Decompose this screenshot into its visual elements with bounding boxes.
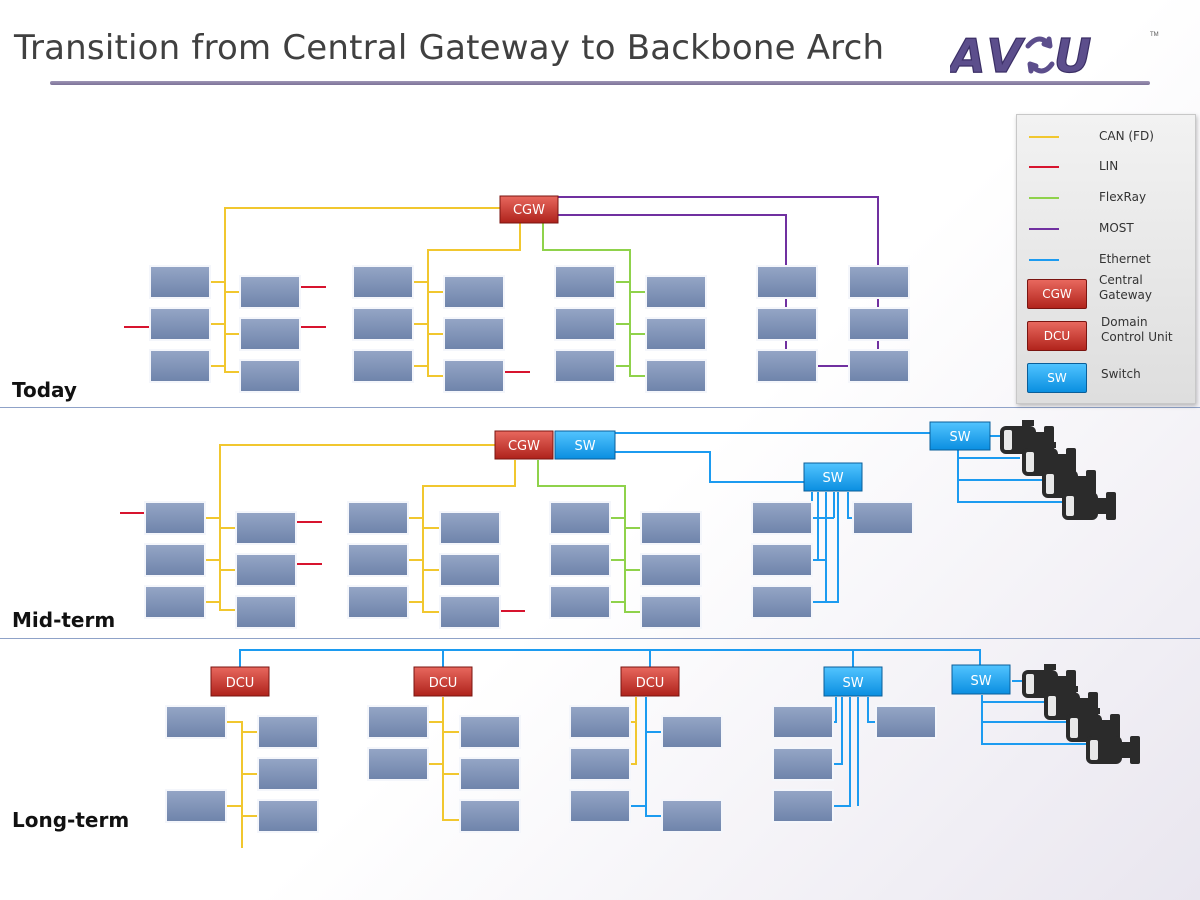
svg-text:SW: SW xyxy=(842,676,863,691)
title-underline xyxy=(50,81,1150,85)
stage-label-midterm: Mid-term xyxy=(12,608,116,632)
svg-text:SW: SW xyxy=(822,471,843,486)
legend-can: CAN (FD) xyxy=(1017,127,1195,147)
svg-text:SW: SW xyxy=(949,430,970,445)
legend-dcu-box: DCU xyxy=(1027,321,1087,351)
sw-midterm-1: SW xyxy=(554,430,616,460)
stage-label-today: Today xyxy=(12,378,77,402)
today-wiring xyxy=(124,196,879,377)
separator-midterm xyxy=(0,638,1200,639)
svg-text:TM: TM xyxy=(1150,32,1159,38)
sw-midterm-2: SW xyxy=(929,421,991,451)
svg-text:SW: SW xyxy=(970,674,991,689)
dcu-3: DCU xyxy=(620,666,680,697)
legend: CAN (FD) LIN FlexRay MOST Ethernet CGW C… xyxy=(1016,114,1196,404)
svg-text:CGW: CGW xyxy=(508,439,540,454)
legend-lin: LIN xyxy=(1017,157,1195,177)
stage-label-longterm: Long-term xyxy=(12,808,130,832)
legend-cgw-box: CGW xyxy=(1027,279,1087,309)
ecu-boxes xyxy=(144,265,937,833)
svg-text:DCU: DCU xyxy=(226,676,255,691)
legend-sw-label: Switch xyxy=(1101,367,1141,381)
midterm-wiring xyxy=(120,432,1070,613)
legend-most: MOST xyxy=(1017,219,1195,239)
legend-ethernet: Ethernet xyxy=(1017,250,1195,270)
page-title: Transition from Central Gateway to Backb… xyxy=(14,28,885,68)
sw-longterm-1: SW xyxy=(823,666,883,697)
dcu-1: DCU xyxy=(210,666,270,697)
svg-text:AV: AV xyxy=(950,29,1026,80)
svg-text:CGW: CGW xyxy=(513,203,545,218)
legend-sw-box: SW xyxy=(1027,363,1087,393)
svg-text:U: U xyxy=(1054,29,1091,80)
svg-text:DCU: DCU xyxy=(429,676,458,691)
cgw-midterm: CGW xyxy=(494,430,554,460)
svg-text:DCU: DCU xyxy=(636,676,665,691)
cgw-today: CGW xyxy=(499,195,559,224)
sw-longterm-2: SW xyxy=(951,664,1011,695)
legend-flexray: FlexRay xyxy=(1017,188,1195,208)
node-boxes: CGW CGW SW SW SW DCU DCU DCU xyxy=(210,195,1011,697)
svg-text:SW: SW xyxy=(574,439,595,454)
longterm-wiring xyxy=(226,649,1094,848)
camera-icons xyxy=(1000,420,1140,764)
avnu-logo: AV U TM xyxy=(950,28,1159,80)
separator-today xyxy=(0,407,1200,408)
sw-midterm-3: SW xyxy=(803,462,863,492)
dcu-2: DCU xyxy=(413,666,473,697)
